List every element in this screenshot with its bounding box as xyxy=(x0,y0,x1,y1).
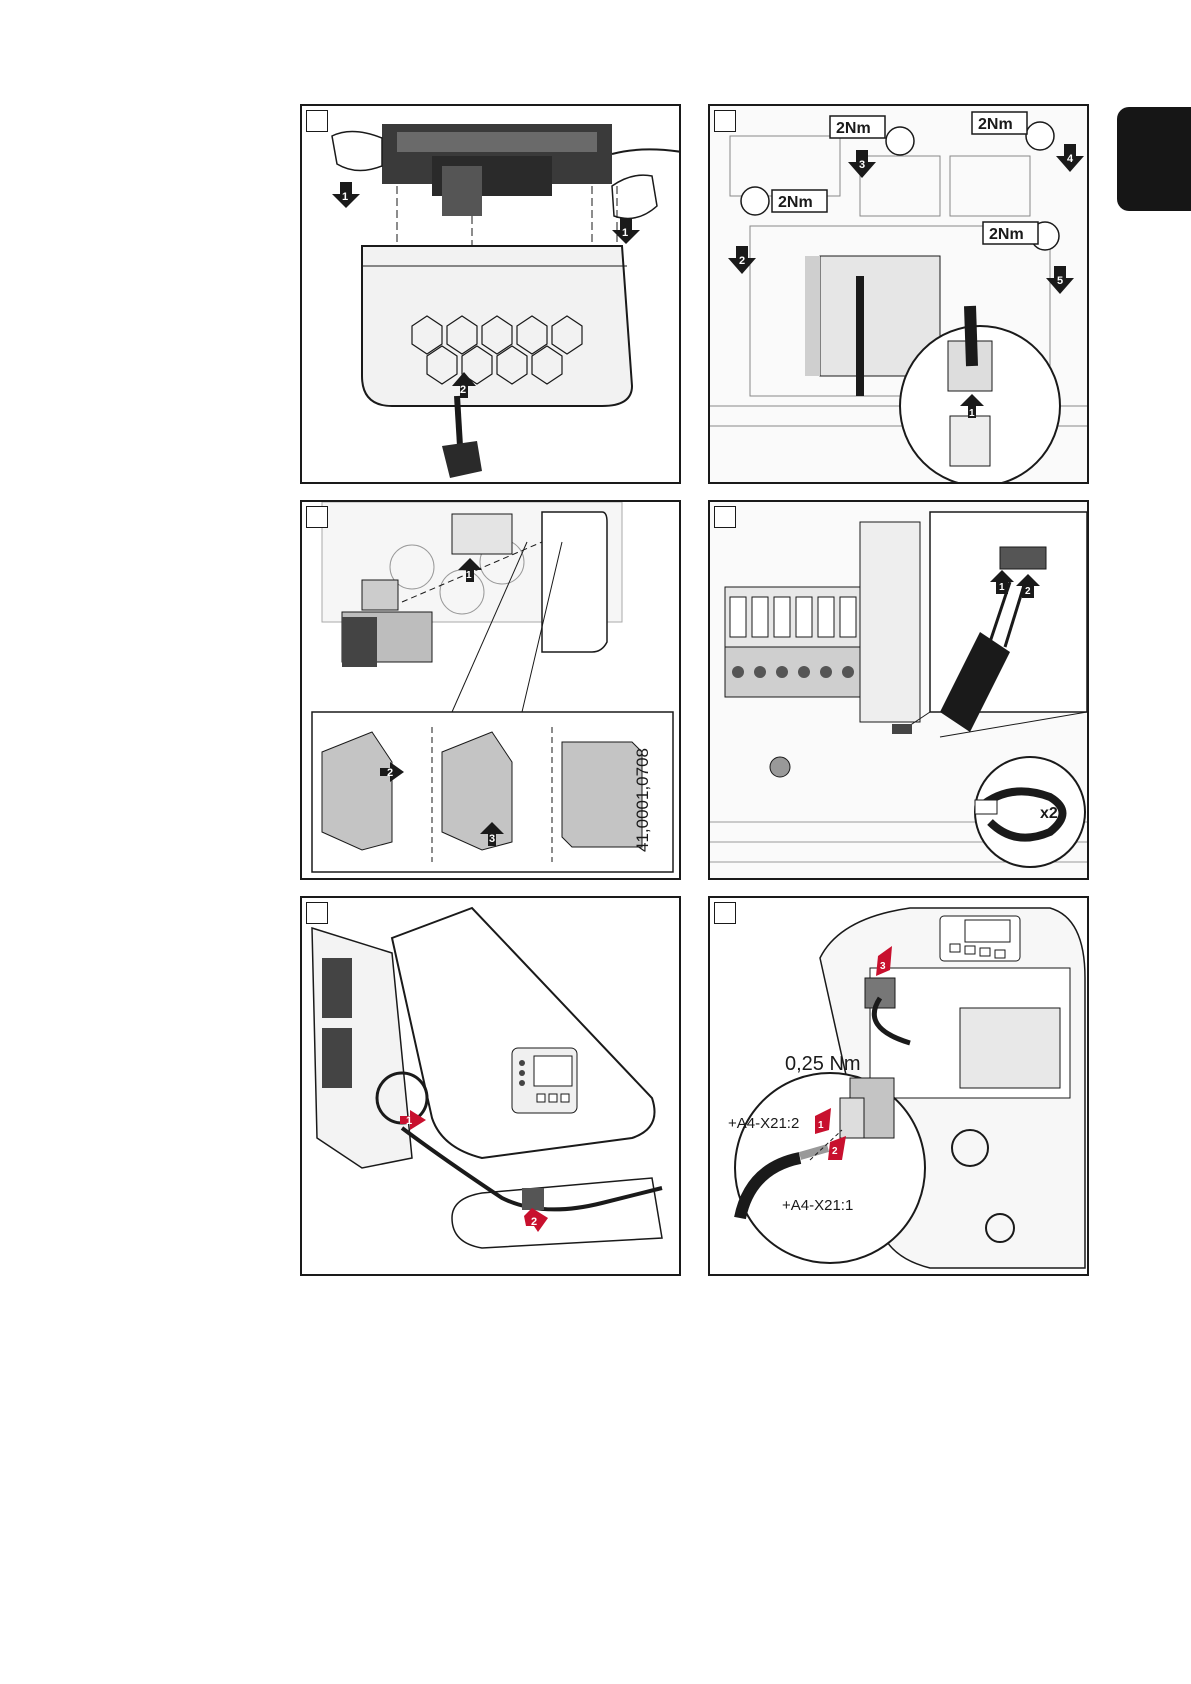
surge-module-illustration: 2 3 1 41,0001,0708 xyxy=(302,502,681,880)
section-tab xyxy=(1117,107,1191,211)
step-number: 2 xyxy=(1025,586,1031,597)
step-number: 4 xyxy=(1067,153,1074,165)
step-number: 2 xyxy=(387,767,393,779)
step-number: 1 xyxy=(622,227,628,239)
step-number: 1 xyxy=(999,582,1005,593)
torque-label: 0,25 Nm xyxy=(785,1053,861,1075)
step-checkbox xyxy=(714,902,736,924)
illustration-panel-3: 2 3 1 41,0001,0708 xyxy=(300,500,681,880)
step-checkbox xyxy=(306,110,328,132)
illustration-panel-5: 1 2 xyxy=(300,896,681,1276)
module-removal-illustration: 1 1 2 xyxy=(302,106,681,484)
step-number: 1 xyxy=(969,408,975,419)
illustration-panel-6: 3 1 2 0,25 Nm +A4-X21:2 +A4-X21:1 xyxy=(708,896,1089,1276)
step-checkbox xyxy=(306,506,328,528)
step-number: 1 xyxy=(466,570,472,581)
step-number: 3 xyxy=(489,833,495,845)
part-number: 41,0001,0708 xyxy=(633,748,652,852)
step-number: 3 xyxy=(859,159,865,171)
step-number: 3 xyxy=(880,961,886,972)
step-number: 5 xyxy=(1057,275,1063,287)
step-number: 1 xyxy=(818,1120,824,1131)
step-checkbox xyxy=(714,110,736,132)
torque-label: 2Nm xyxy=(778,194,813,211)
terminal-label-1: +A4-X21:1 xyxy=(782,1197,853,1214)
torque-label: 2Nm xyxy=(978,116,1013,133)
step-number: 1 xyxy=(342,191,348,203)
connector-plug-illustration: 1 2 x2 xyxy=(710,502,1089,880)
terminal-label-2: +A4-X21:2 xyxy=(728,1115,799,1132)
quantity-label: x2 xyxy=(1040,805,1058,822)
step-number: 1 xyxy=(406,1115,412,1127)
step-number: 2 xyxy=(460,384,466,396)
screw-torque-illustration: 2Nm 2Nm 2Nm 2Nm 3 4 2 5 1 xyxy=(710,106,1089,484)
illustration-panel-1: 1 1 2 xyxy=(300,104,681,484)
torque-label: 2Nm xyxy=(989,226,1024,243)
step-checkbox xyxy=(306,902,328,924)
step-number: 2 xyxy=(832,1146,838,1157)
torque-label: 2Nm xyxy=(836,120,871,137)
illustration-panel-2: 2Nm 2Nm 2Nm 2Nm 3 4 2 5 1 xyxy=(708,104,1089,484)
step-number: 2 xyxy=(531,1216,537,1228)
step-number: 2 xyxy=(739,255,745,267)
step-checkbox xyxy=(714,506,736,528)
illustration-panel-4: 1 2 x2 xyxy=(708,500,1089,880)
cover-cable-illustration: 1 2 xyxy=(302,898,681,1276)
terminal-connection-illustration: 3 1 2 0,25 Nm +A4-X21:2 +A4-X21:1 xyxy=(710,898,1089,1276)
